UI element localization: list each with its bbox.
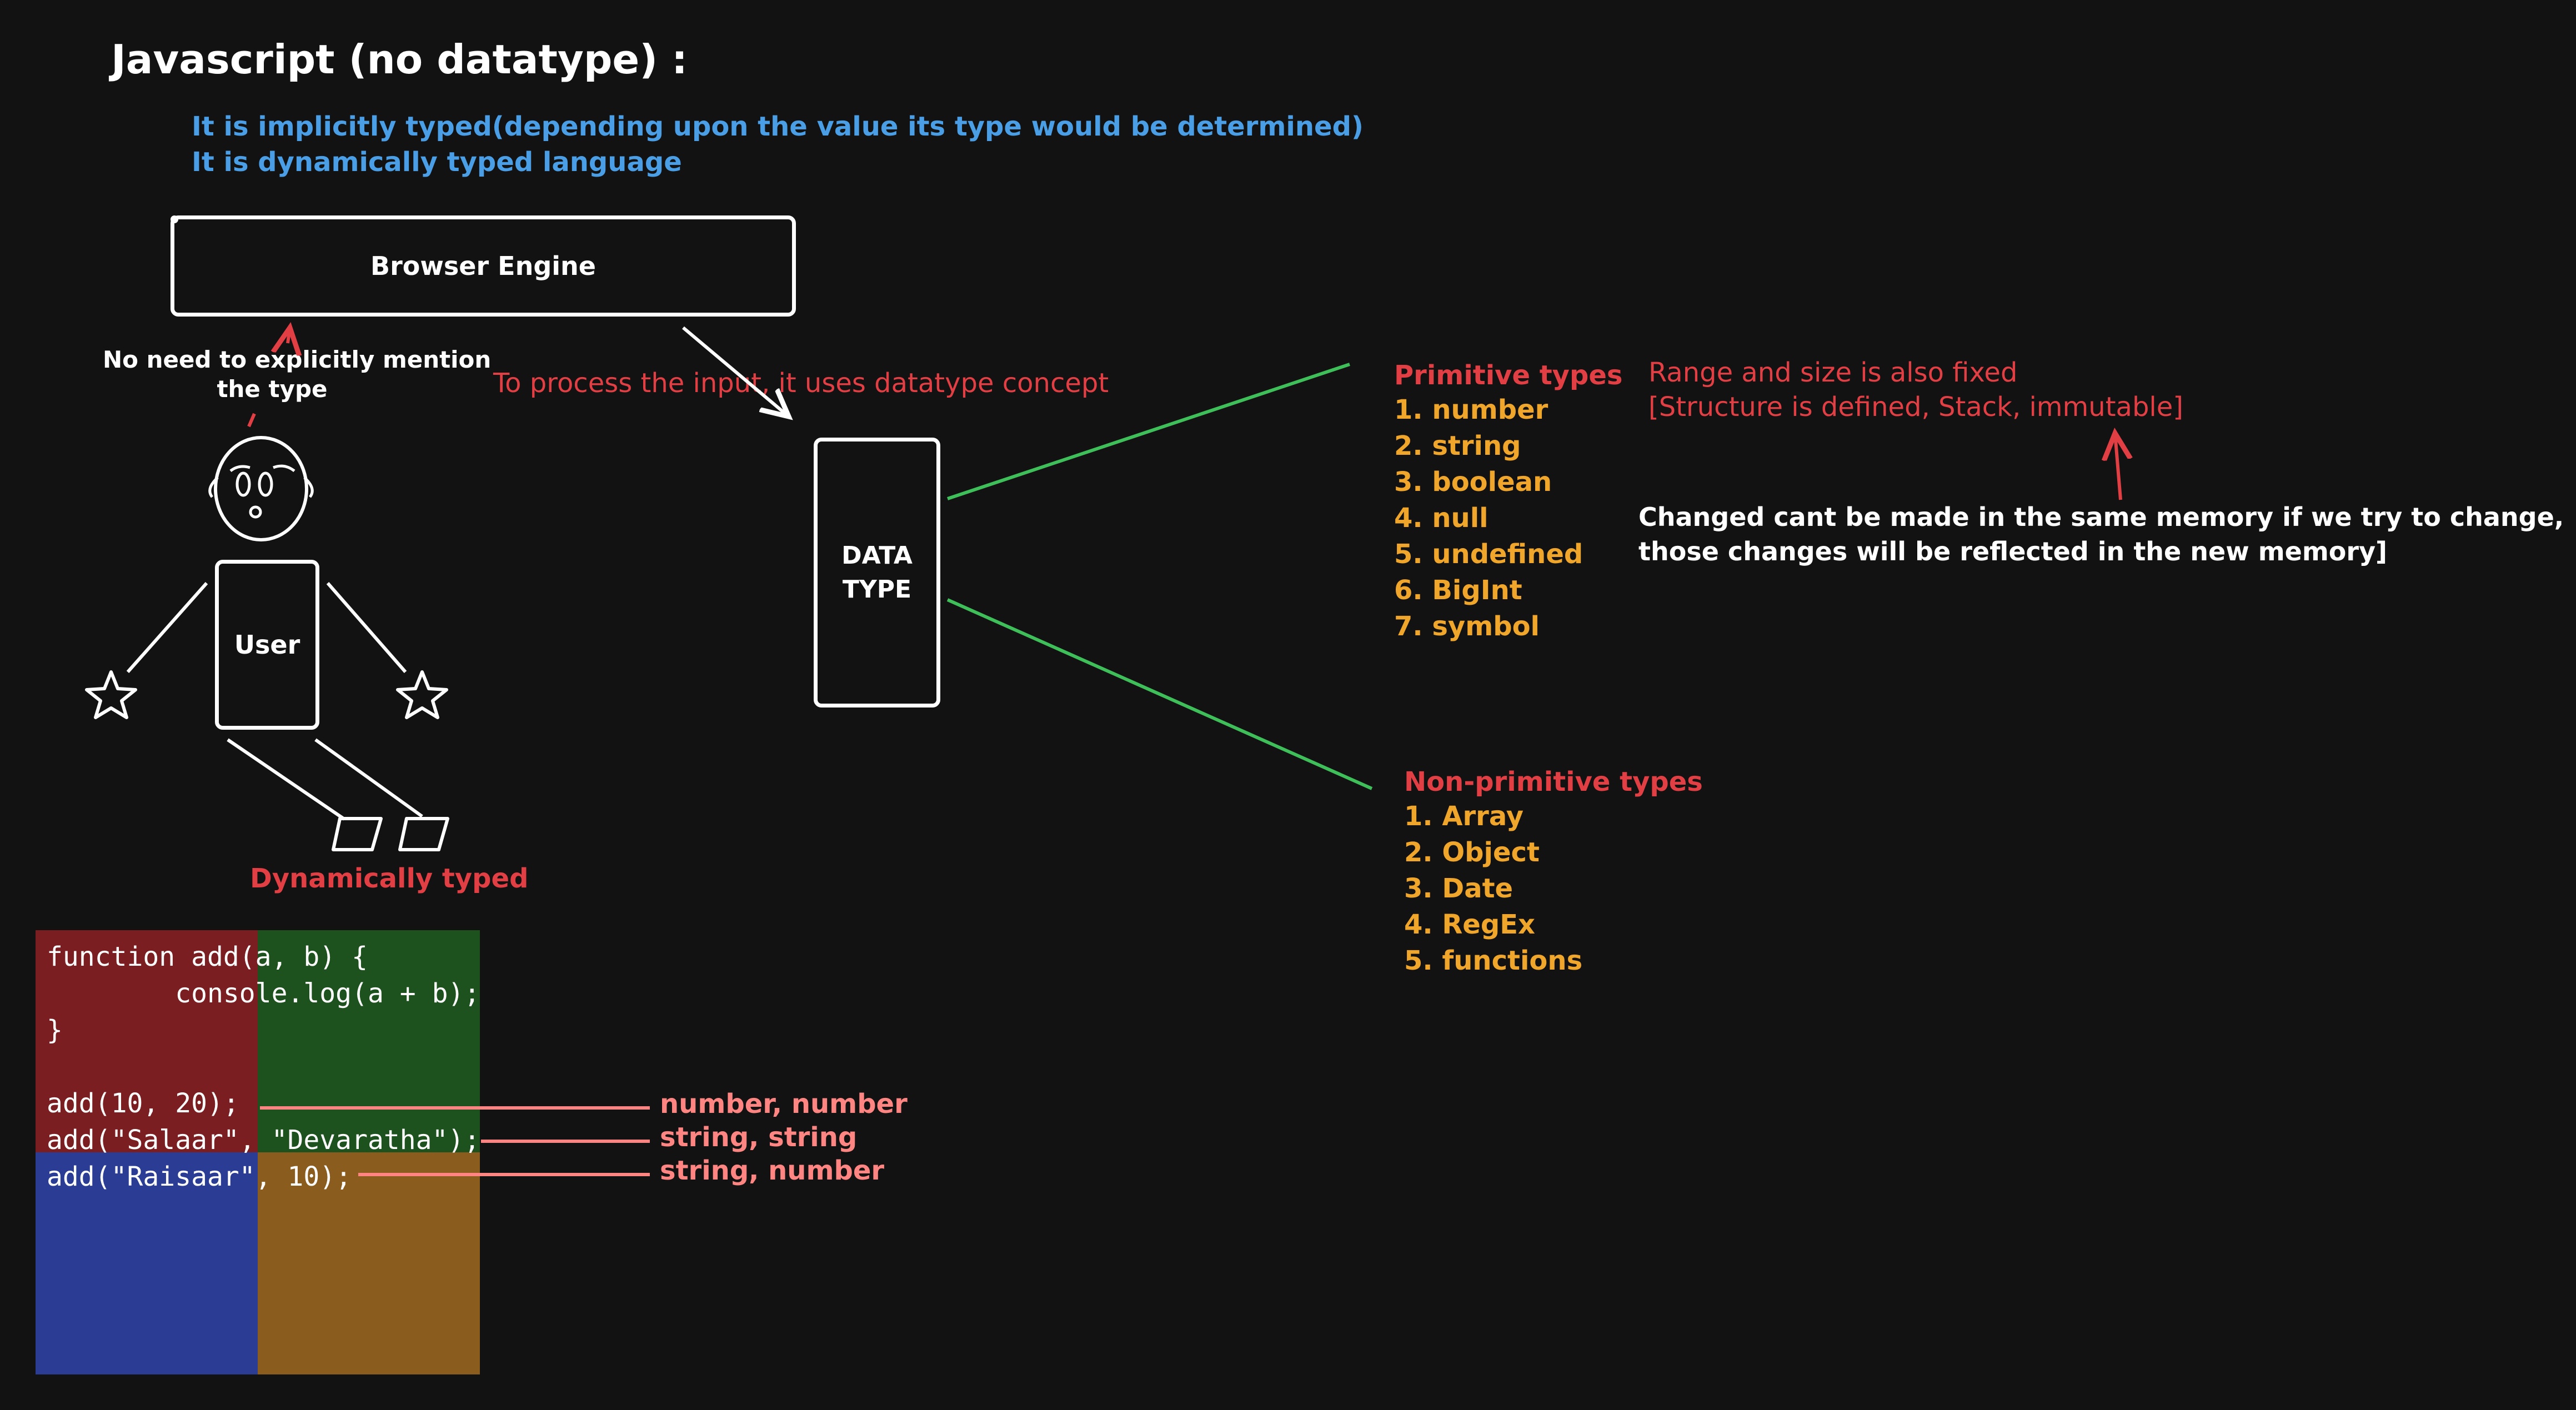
primitive-item: 2. string <box>1394 430 1521 461</box>
data-type-line2: TYPE <box>842 575 912 604</box>
user-right-foot <box>398 817 449 851</box>
user-left-brow <box>229 465 250 473</box>
engine-to-datatype-arrow <box>682 326 789 417</box>
user-mouth <box>249 505 262 519</box>
implicit-typed-note: It is implicitly typed(depending upon th… <box>192 111 1364 142</box>
primitive-branch-line <box>947 363 1350 500</box>
non-primitive-item: 5. functions <box>1404 945 1583 976</box>
code-block: function add(a, b) { console.log(a + b);… <box>47 939 480 1195</box>
primitive-heading: Primitive types <box>1394 360 1623 391</box>
primitive-item: 5. undefined <box>1394 539 1583 570</box>
user-right-arm <box>326 582 407 673</box>
user-label: User <box>234 630 300 660</box>
user-right-ear <box>303 476 314 498</box>
primitive-item: 7. symbol <box>1394 611 1540 642</box>
code-line: add("Raisaar", 10); <box>47 1161 352 1192</box>
non-primitive-item: 4. RegEx <box>1404 909 1535 940</box>
head-tick <box>247 413 256 428</box>
dynamic-typed-note: It is dynamically typed language <box>192 147 682 178</box>
user-right-eye <box>258 471 273 497</box>
non-primitive-types-list: Non-primitive types 1. Array 2. Object 3… <box>1404 765 1703 979</box>
code-quad-orange <box>258 1152 480 1374</box>
user-left-foot <box>332 817 383 851</box>
user-left-arm <box>126 582 208 673</box>
non-primitive-item: 1. Array <box>1404 801 1524 832</box>
non-primitive-item: 2. Object <box>1404 837 1540 868</box>
annotation-string-string: string, string <box>660 1122 858 1153</box>
user-left-leg <box>227 738 345 821</box>
annotation-string-number: string, number <box>660 1155 885 1186</box>
primitive-item: 1. number <box>1394 394 1548 425</box>
code-line: add("Salaar", "Devaratha"); <box>47 1125 480 1156</box>
annotation-number-number: number, number <box>660 1088 908 1120</box>
page-title: Javascript (no datatype) : <box>111 36 688 83</box>
dynamically-typed-label: Dynamically typed <box>250 863 529 894</box>
explicit-note-arrow <box>288 328 290 343</box>
browser-engine-box: Browser Engine <box>171 215 796 317</box>
non-primitive-branch-line <box>946 598 1373 790</box>
code-quad-green <box>258 930 480 1152</box>
primitive-item: 4. null <box>1394 503 1489 534</box>
range-note-line1: Range and size is also fixed <box>1648 357 2018 388</box>
process-note: To process the input, it uses datatype c… <box>493 368 1109 399</box>
code-quad-red <box>36 930 258 1152</box>
non-primitive-item: 3. Date <box>1404 873 1513 904</box>
code-line: add(10, 20); <box>47 1088 239 1119</box>
data-type-line1: DATA <box>841 541 913 570</box>
browser-engine-label: Browser Engine <box>370 251 596 281</box>
range-note-arrow <box>2115 433 2121 500</box>
user-left-eye <box>235 471 251 497</box>
memory-note-line2: those changes will be reflected in the n… <box>1638 536 2388 566</box>
primitive-item: 6. BigInt <box>1394 575 1522 606</box>
data-type-box: DATA TYPE <box>814 438 940 707</box>
user-right-brow <box>273 464 295 473</box>
memory-note-line1: Changed cant be made in the same memory … <box>1638 502 2564 532</box>
user-right-hand-star <box>396 670 448 719</box>
user-right-leg <box>314 738 423 818</box>
code-line: function add(a, b) { <box>47 941 368 972</box>
memory-note: Changed cant be made in the same memory … <box>1638 500 2564 569</box>
user-left-ear <box>208 476 219 498</box>
user-head <box>214 436 308 541</box>
explicit-note-line2: the type <box>217 375 328 403</box>
non-primitive-heading: Non-primitive types <box>1404 766 1703 797</box>
primitive-item: 3. boolean <box>1394 466 1552 498</box>
code-line: } <box>47 1015 63 1046</box>
range-note: Range and size is also fixed [Structure … <box>1648 355 2183 424</box>
code-quad-blue <box>36 1152 258 1374</box>
primitive-types-list: Primitive types 1. number 2. string 3. b… <box>1394 359 1622 645</box>
user-body: User <box>215 560 319 730</box>
user-left-hand-star <box>85 670 137 719</box>
code-line: console.log(a + b); <box>47 978 480 1009</box>
range-note-line2: [Structure is defined, Stack, immutable] <box>1648 392 2184 423</box>
